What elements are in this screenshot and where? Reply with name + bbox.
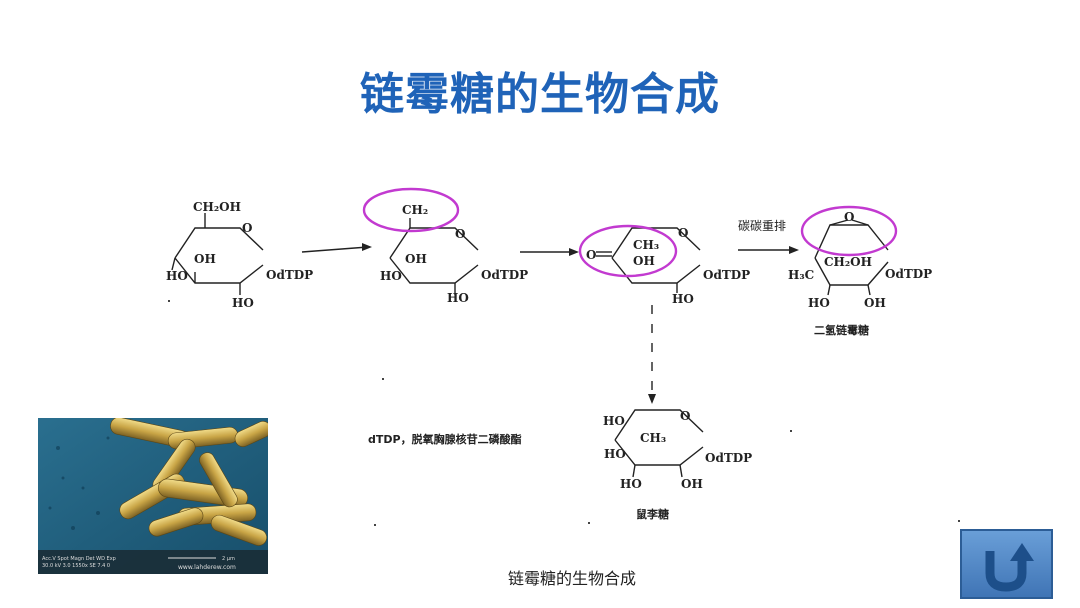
m5-ho-top: HO xyxy=(603,414,625,428)
m2-ho-bottom: HO xyxy=(447,291,469,305)
dtdp-note: dTDP，脱氧胸腺核苷二磷酸酯 xyxy=(368,432,522,446)
arrow-1 xyxy=(301,246,369,253)
m5-name: 鼠李糖 xyxy=(636,507,669,521)
m3-ch3: CH₃ xyxy=(633,238,659,252)
m5-oh-bottom: OH xyxy=(681,477,703,491)
m5-tdp: OdTDP xyxy=(705,451,752,465)
rearrangement-label: 碳碳重排 xyxy=(738,219,786,233)
m4-oh-right: OH xyxy=(864,296,886,310)
m4-ho-left: HO xyxy=(808,296,830,310)
m1-oh-inner: OH xyxy=(194,252,216,266)
m2-ring-o: O xyxy=(455,227,465,241)
highlight-circle-1 xyxy=(362,187,460,233)
m2-tdp: OdTDP xyxy=(481,268,528,282)
molecule-4: O CH₂OH H₃C OdTDP HO OH 二氢链霉糖 xyxy=(788,205,932,337)
m4-h3c: H₃C xyxy=(788,268,814,282)
m2-top-group: CH₂ xyxy=(402,203,428,217)
highlight-circle-2 xyxy=(578,224,678,278)
m2-ho-left: HO xyxy=(380,269,402,283)
back-button[interactable] xyxy=(960,529,1053,599)
m4-ring-o: O xyxy=(844,210,854,224)
photo-info-1: Acc.V Spot Magn Det WD Exp xyxy=(42,556,116,562)
m1-ho-left: HO xyxy=(166,269,188,283)
m3-oh-inner: OH xyxy=(633,254,655,268)
m3-tdp: OdTDP xyxy=(703,268,750,282)
return-arrow-icon xyxy=(960,529,1053,599)
molecule-5: HO O CH₃ HO OdTDP HO OH 鼠李糖 xyxy=(603,409,752,521)
slide-title: 链霉糖的生物合成 xyxy=(360,69,720,120)
m1-top-group: CH₂OH xyxy=(193,200,241,214)
molecule-3: O O CH₃ OH OdTDP HO xyxy=(578,224,750,306)
molecule-2: CH₂ O OH HO OdTDP HO xyxy=(362,187,528,305)
m4-tdp: OdTDP xyxy=(885,267,932,281)
m4-ch2oh: CH₂OH xyxy=(824,255,872,269)
m1-tdp: OdTDP xyxy=(266,268,313,282)
highlight-circle-3 xyxy=(800,205,898,257)
m3-keto: O xyxy=(586,248,596,262)
photo-info-2: 30.0 kV 3.0 1550x SE 7.4 0 xyxy=(42,563,110,569)
m4-name: 二氢链霉糖 xyxy=(814,323,869,337)
m2-oh-inner: OH xyxy=(405,252,427,266)
scan-marks xyxy=(168,300,960,526)
bacteria-photo: Acc.V Spot Magn Det WD Exp 30.0 kV 3.0 1… xyxy=(38,418,268,574)
diagram-caption: 链霉糖的生物合成 xyxy=(508,569,636,588)
m1-ring-o: O xyxy=(242,221,252,235)
m5-ch3: CH₃ xyxy=(640,431,666,445)
m5-ho-left: HO xyxy=(604,447,626,461)
photo-credit: www.lahderew.com xyxy=(178,564,236,571)
m5-ho-bottom: HO xyxy=(620,477,642,491)
m5-ring-o: O xyxy=(680,409,690,423)
molecule-1: CH₂OH O OH HO OdTDP HO xyxy=(166,200,313,310)
m3-ring-o: O xyxy=(678,226,688,240)
photo-scale: 2 μm xyxy=(222,556,235,562)
m1-ho-bottom: HO xyxy=(232,296,254,310)
m3-ho-bottom: HO xyxy=(672,292,694,306)
